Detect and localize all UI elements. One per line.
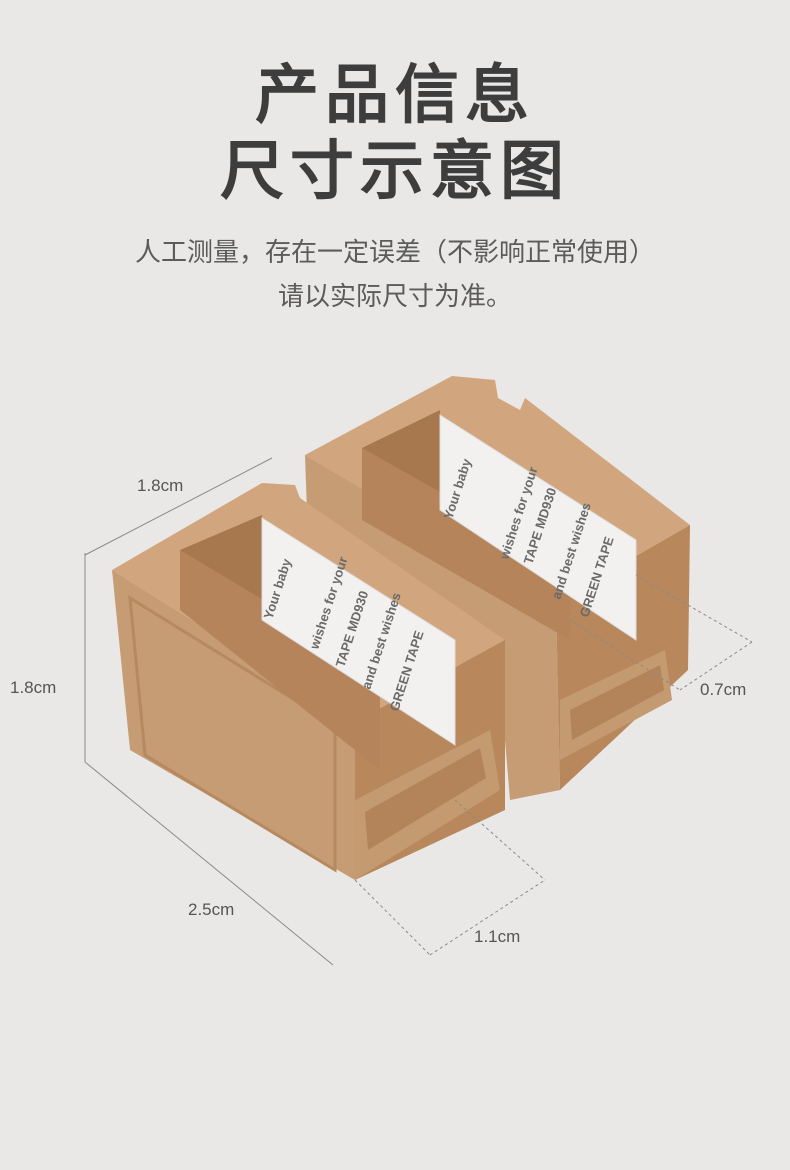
dimension-lines <box>84 457 753 966</box>
measurement-note-2: 请以实际尺寸为准。 <box>277 282 512 312</box>
dimension-height: 1.8cm <box>10 678 57 697</box>
front-block: Your baby wishes for your and best wishe… <box>112 483 505 880</box>
dimension-depth: 1.8cm <box>137 476 184 495</box>
dimension-width: 2.5cm <box>188 900 235 919</box>
page-title-line2: 尺寸示意图 <box>220 135 570 209</box>
measurement-note: 人工测量，存在一定误差（不影响正常使用） <box>134 238 655 268</box>
dimension-slot-width: 1.1cm <box>474 927 521 946</box>
page-title-line1: 产品信息 <box>255 59 535 133</box>
dimension-slot-depth: 0.7cm <box>700 680 747 699</box>
